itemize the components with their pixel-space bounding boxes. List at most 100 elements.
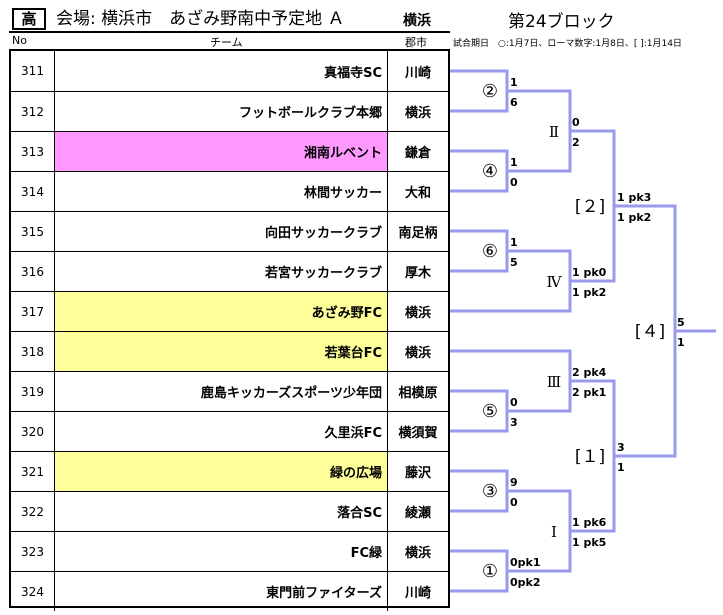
score-bottom: 1 pk5 — [572, 536, 606, 549]
team-city: 横浜 — [404, 346, 431, 361]
match-number: [１] — [575, 447, 605, 467]
column-header-team: チーム — [210, 36, 243, 49]
team-name: 落合SC — [55, 492, 388, 531]
score-top: 3 — [617, 441, 625, 454]
team-city: 横浜 — [404, 306, 431, 321]
team-name: あざみ野FC — [55, 292, 388, 331]
score-top: 9 — [510, 476, 518, 489]
match-number: [２] — [575, 197, 605, 217]
team-name: 湘南ルベント — [55, 132, 388, 171]
title-underline — [9, 31, 450, 33]
match-number: ⑥ — [482, 241, 498, 262]
score-top: 0pk1 — [510, 556, 541, 569]
match-number: Ⅰ — [551, 523, 557, 541]
match-number: ② — [482, 81, 498, 102]
team-name: FC緑 — [55, 532, 388, 571]
team-city: 大和 — [404, 186, 431, 201]
score-bottom: 1 — [677, 336, 685, 349]
team-number: 313 — [11, 132, 55, 171]
score-bottom: 2 pk1 — [572, 386, 606, 399]
round1-bracket — [450, 69, 509, 113]
score-top: 0 — [572, 116, 580, 129]
schedule-legend: 試合期日 ○:1月7日、ローマ数字:1月8日、[ ]:1月14日 — [453, 39, 682, 49]
round1-bracket — [450, 229, 509, 273]
match-number: [４] — [635, 322, 665, 342]
team-number: 320 — [11, 412, 55, 451]
team-city: 横浜 — [404, 546, 431, 561]
column-header-no: No — [12, 34, 27, 47]
team-city: 綾瀬 — [404, 506, 431, 521]
match-number: ④ — [482, 161, 498, 182]
category-badge: 高 — [12, 8, 46, 30]
score-top: 0 — [510, 396, 518, 409]
score-bottom: 1 pk2 — [572, 286, 606, 299]
team-name: 東門前ファイターズ — [55, 572, 388, 611]
score-top: 1 — [510, 76, 518, 89]
team-name: フットボールクラブ本郷 — [55, 92, 388, 131]
team-number: 312 — [11, 92, 55, 131]
team-city: 藤沢 — [404, 466, 431, 481]
team-city: 鎌倉 — [404, 146, 431, 161]
team-number: 316 — [11, 252, 55, 291]
team-name: 向田サッカークラブ — [55, 212, 388, 251]
team-city: 横須賀 — [398, 426, 438, 441]
score-bottom: 2 — [572, 136, 580, 149]
venue-title: 会場: 横浜市 あざみ野南中予定地 Ａ — [56, 9, 345, 29]
score-top: 1 — [510, 156, 518, 169]
score-top: 1 pk6 — [572, 516, 607, 529]
team-number: 318 — [11, 332, 55, 371]
round1-bracket — [450, 149, 509, 193]
match-number: ① — [482, 561, 498, 582]
score-bottom: 1 — [617, 461, 625, 474]
team-city: 川崎 — [404, 586, 431, 601]
team-number: 324 — [11, 572, 55, 611]
score-bottom: 0pk2 — [510, 576, 541, 589]
team-name: 若葉台FC — [55, 332, 388, 371]
column-header-city: 郡市 — [405, 36, 427, 49]
score-bottom: 1 pk2 — [617, 211, 651, 224]
match-number: ⑤ — [482, 401, 498, 422]
score-bottom: 6 — [510, 96, 518, 109]
round1-bracket — [450, 389, 509, 433]
venue-area: 横浜 — [403, 13, 431, 29]
score-bottom: 0 — [510, 176, 518, 189]
match-number: Ⅲ — [547, 373, 561, 391]
team-number: 315 — [11, 212, 55, 251]
team-number: 323 — [11, 532, 55, 571]
team-name: 真福寺SC — [55, 51, 388, 91]
team-name: 若宮サッカークラブ — [55, 252, 388, 291]
team-city: 相模原 — [398, 386, 438, 401]
block-title: 第24ブロック — [508, 12, 615, 32]
score-bottom: 0 — [510, 496, 518, 509]
round1-bracket — [450, 469, 509, 513]
score-top: 1 — [510, 236, 518, 249]
score-top: 5 — [677, 316, 685, 329]
match-number: Ⅳ — [547, 273, 563, 291]
team-number: 322 — [11, 492, 55, 531]
team-number: 319 — [11, 372, 55, 411]
score-bottom: 5 — [510, 256, 518, 269]
team-number: 321 — [11, 452, 55, 491]
team-number: 317 — [11, 292, 55, 331]
team-name: 緑の広場 — [55, 452, 388, 491]
round1-bracket — [450, 549, 509, 593]
score-top: 2 pk4 — [572, 366, 607, 379]
score-top: 1 pk0 — [572, 266, 607, 279]
score-bottom: 3 — [510, 416, 518, 429]
team-city: 南足柄 — [398, 226, 438, 241]
team-city: 横浜 — [404, 106, 431, 121]
